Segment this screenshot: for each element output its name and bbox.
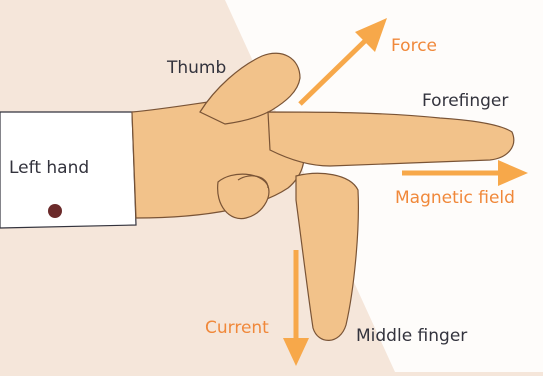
label-left-hand: Left hand <box>9 160 89 177</box>
label-thumb: Thumb <box>167 60 226 77</box>
label-magnetic-field: Magnetic field <box>395 190 515 207</box>
label-force: Force <box>391 38 437 55</box>
label-current: Current <box>205 320 269 337</box>
cuff-button <box>48 204 62 218</box>
label-middle-finger: Middle finger <box>356 328 467 345</box>
middle-finger <box>296 173 358 340</box>
current-arrow-head <box>283 338 309 366</box>
curled-fingers <box>218 174 269 218</box>
label-forefinger: Forefinger <box>422 93 508 110</box>
